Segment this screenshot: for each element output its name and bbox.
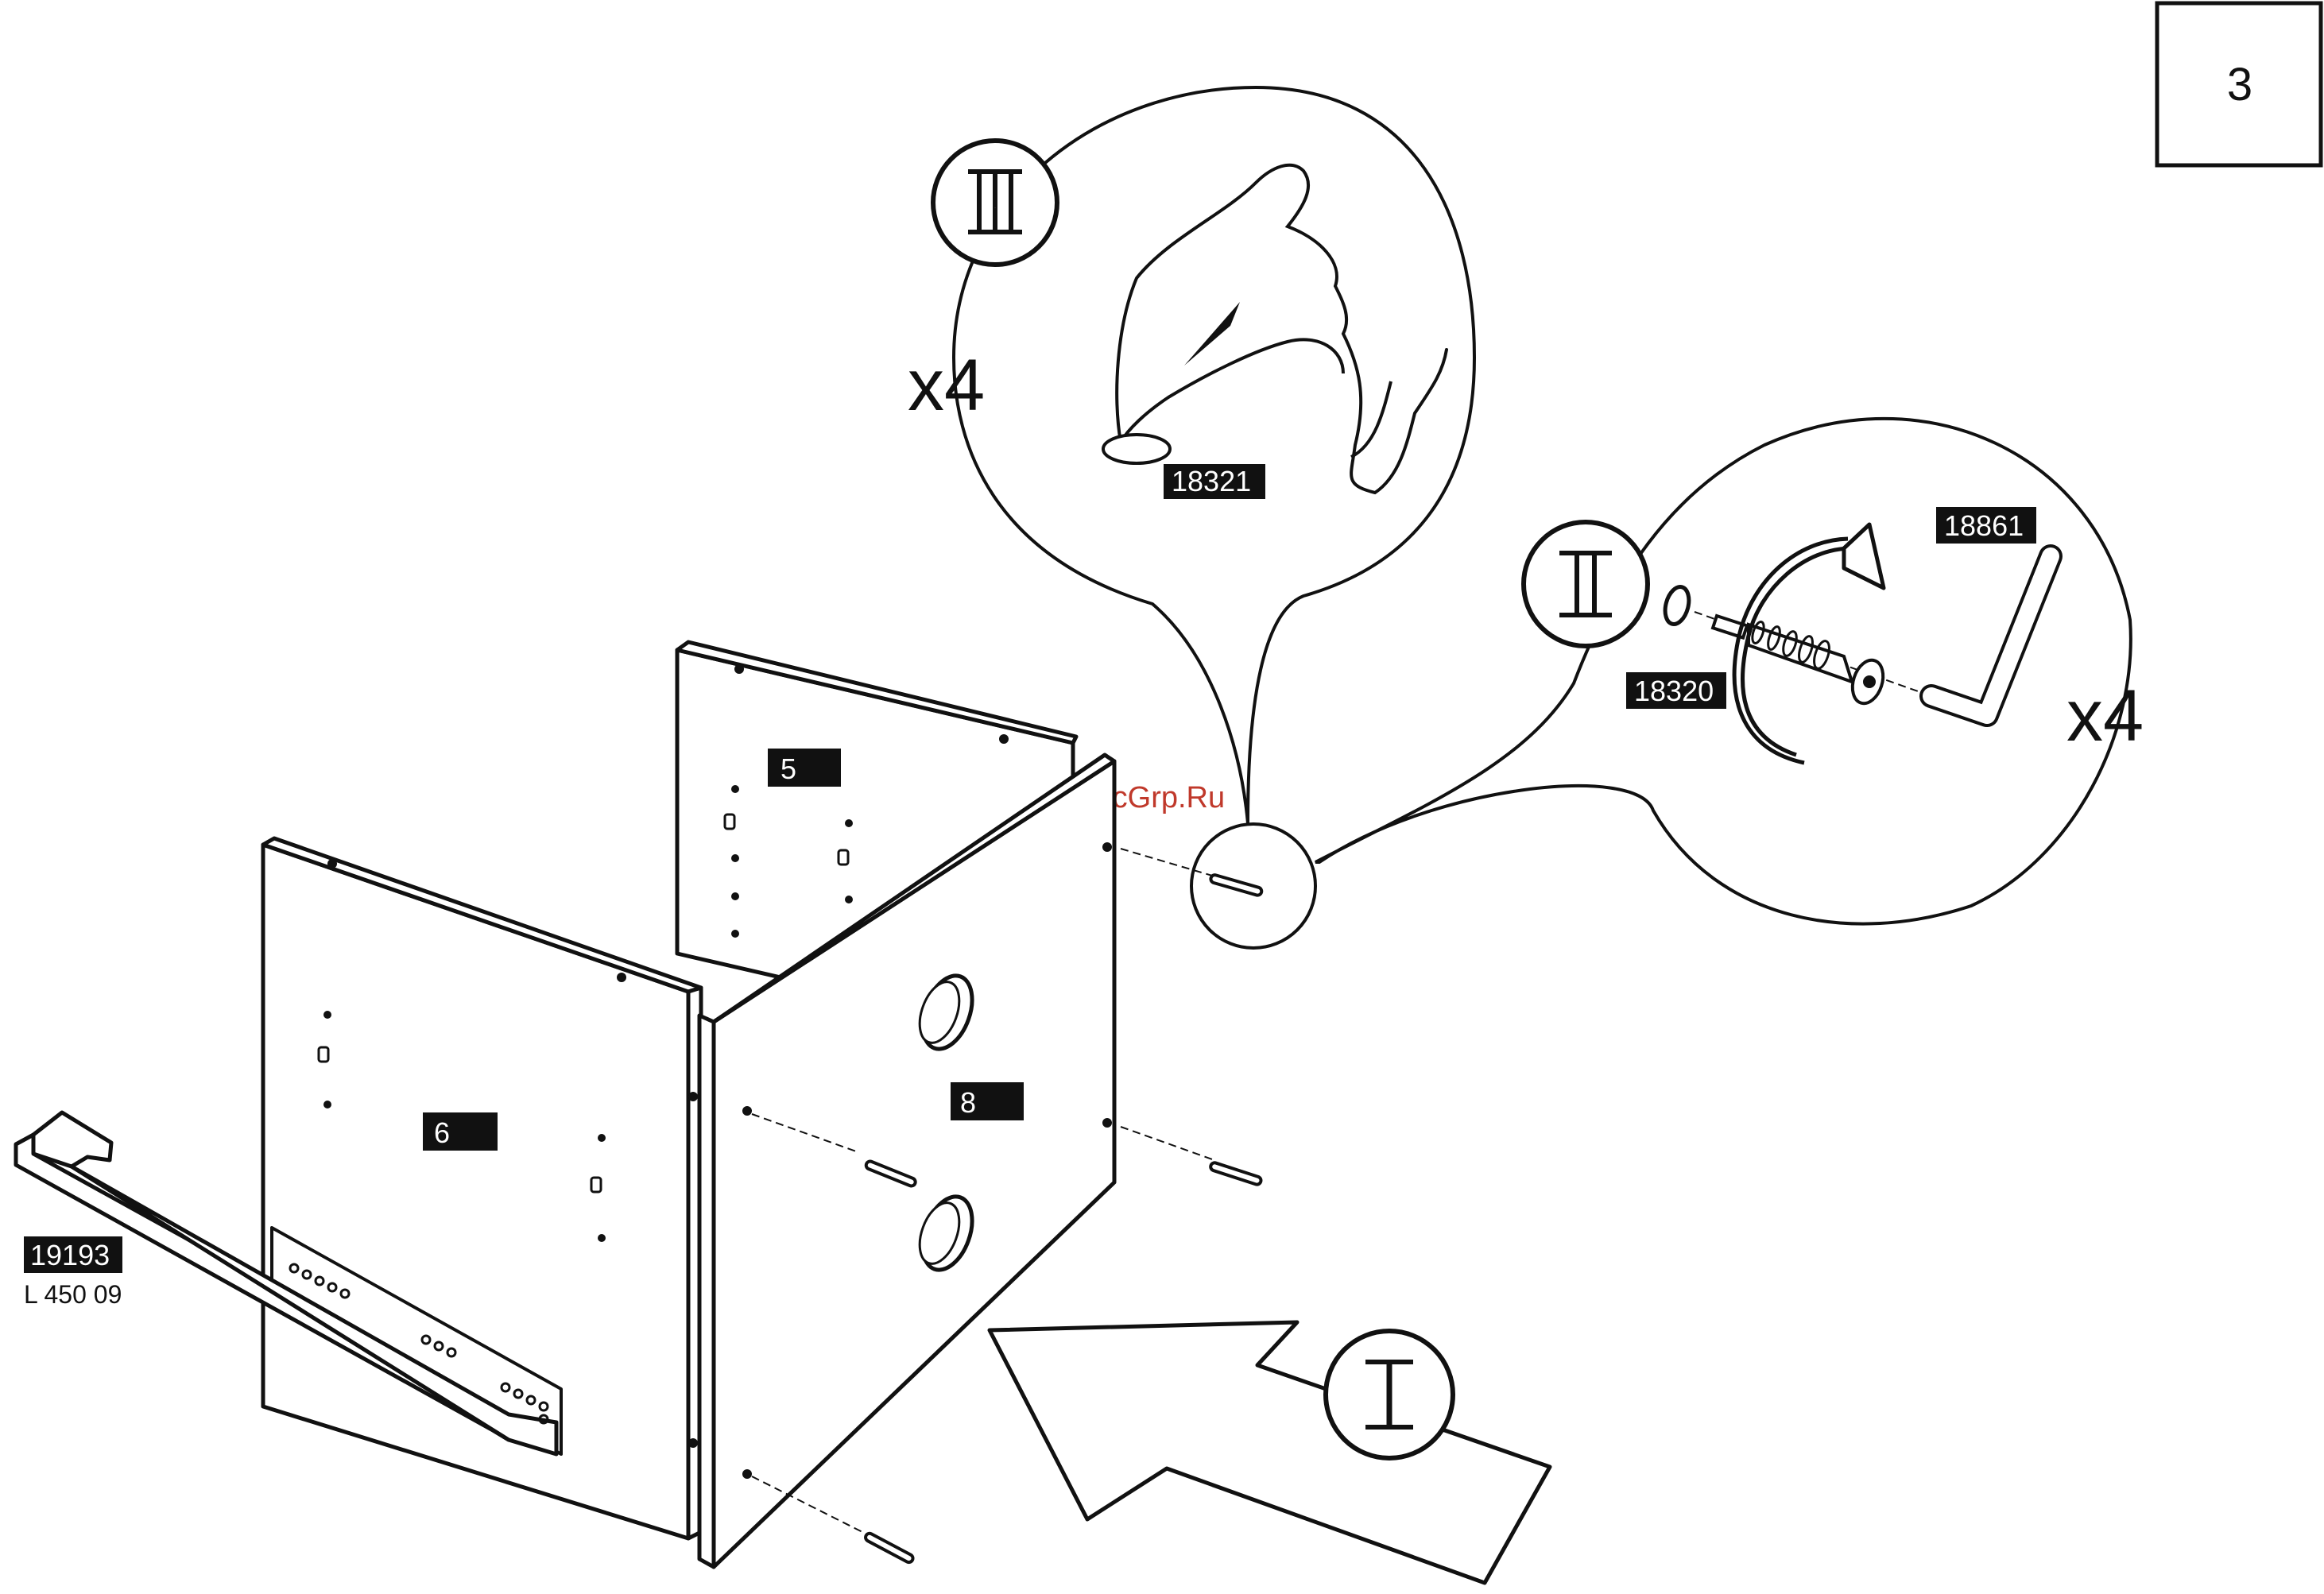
slide-code: 19193 (30, 1239, 110, 1271)
hex-key-code: 18861 (1944, 509, 2024, 542)
panel-6 (263, 838, 701, 1538)
glide-quantity: x4 (908, 345, 985, 426)
step-number: 3 (2227, 59, 2252, 110)
screw-icon (1210, 874, 1262, 896)
slide-sub-code: L 450 09 (24, 1280, 122, 1309)
connector-quantity: x4 (2066, 675, 2144, 756)
step-1-badge: I (1326, 1331, 1453, 1458)
glide-code: 18321 (1172, 465, 1251, 497)
connector-code: 18320 (1634, 675, 1714, 707)
glide-icon (1103, 435, 1170, 463)
step-3-badge: III (933, 141, 1057, 265)
panel-8-label: 8 (960, 1086, 976, 1119)
insert-direction-arrow (990, 1322, 1550, 1583)
panel-6-label: 6 (434, 1116, 450, 1149)
panel-5-label: 5 (780, 753, 796, 785)
step-number-box: 3 (2157, 3, 2321, 165)
screw-icon (864, 1532, 914, 1564)
step-2-badge: II (1524, 522, 1648, 646)
screw-icon (1210, 1162, 1262, 1186)
panel-5-label-box (768, 749, 841, 787)
